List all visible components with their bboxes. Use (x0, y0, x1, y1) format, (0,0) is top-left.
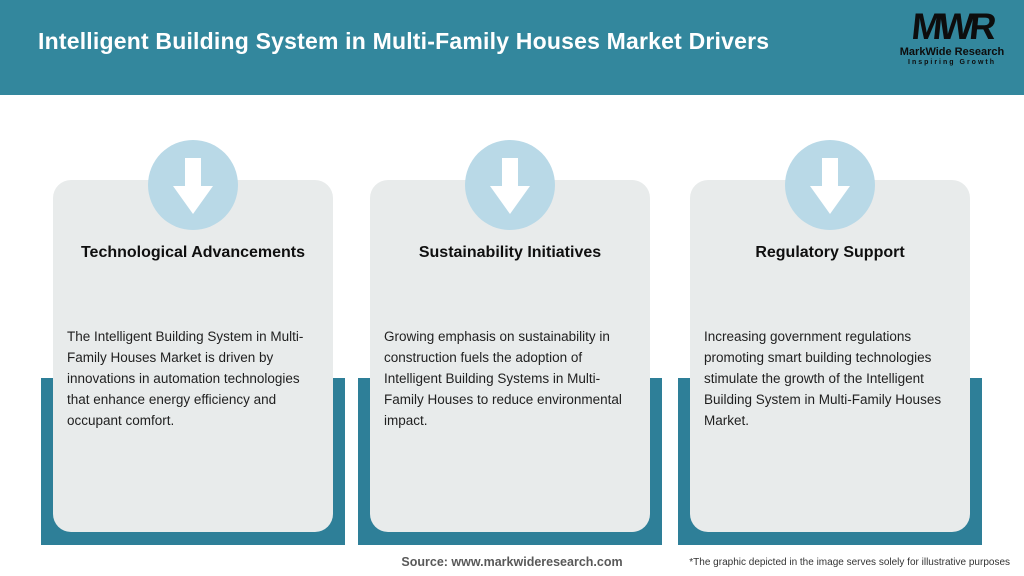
logo-monogram-icon: MWR (909, 6, 995, 47)
card-description: Growing emphasis on sustainability in co… (384, 329, 622, 428)
down-arrow-icon (810, 158, 850, 214)
logo-tagline: Inspiring Growth (908, 59, 996, 66)
down-arrow-icon (173, 158, 213, 214)
source-attribution: Source: www.markwideresearch.com (401, 555, 623, 569)
down-arrow-badge (785, 140, 875, 230)
card-title: Regulatory Support (755, 244, 905, 261)
driver-card-regulatory-support: Regulatory Support Increasing government… (690, 180, 970, 532)
card-title: Sustainability Initiatives (418, 244, 602, 261)
card-description: Increasing government regulations promot… (704, 329, 942, 428)
header-band: Intelligent Building System in Multi-Fam… (0, 0, 1024, 95)
markwide-research-logo: MWR MarkWide Research Inspiring Growth (892, 6, 1012, 67)
logo-company-name: MarkWide Research (899, 46, 1005, 58)
down-arrow-icon (490, 158, 530, 214)
card-description: The Intelligent Building System in Multi… (67, 329, 304, 428)
card-title: Technological Advancements (80, 244, 306, 261)
page-title: Intelligent Building System in Multi-Fam… (38, 28, 770, 54)
disclaimer-note: *The graphic depicted in the image serve… (689, 557, 1010, 568)
driver-card-sustainability-initiatives: Sustainability Initiatives Growing empha… (370, 180, 650, 532)
driver-card-technological-advancements: Technological Advancements The Intellige… (53, 180, 333, 532)
down-arrow-badge (148, 140, 238, 230)
down-arrow-badge (465, 140, 555, 230)
